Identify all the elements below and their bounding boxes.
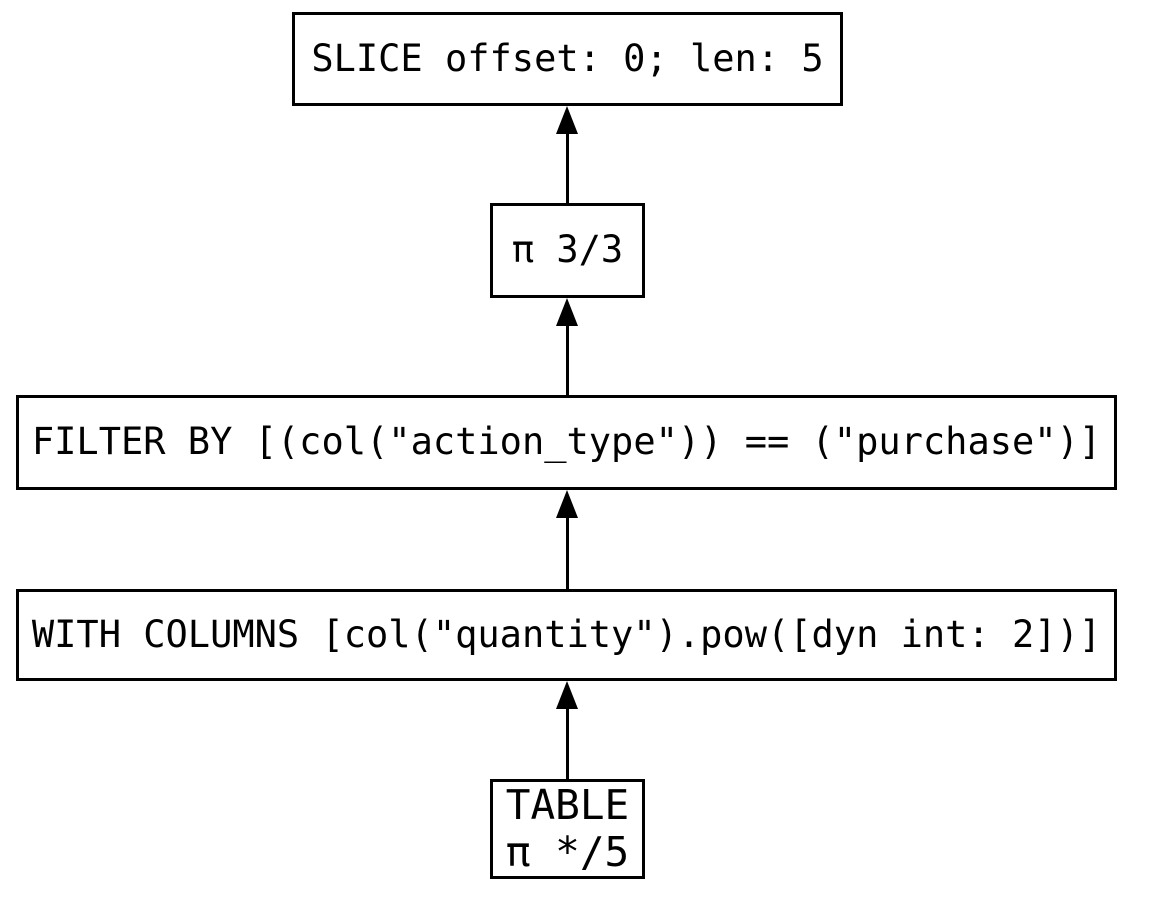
arrowhead-up-icon bbox=[556, 106, 578, 134]
edge-with-columns-to-filter bbox=[566, 514, 569, 589]
arrowhead-up-icon bbox=[556, 298, 578, 326]
node-filter: FILTER BY [(col("action_type")) == ("pur… bbox=[16, 395, 1117, 490]
edge-filter-to-projection bbox=[566, 322, 569, 395]
node-projection: π 3/3 bbox=[490, 203, 645, 298]
node-table-line-2: π */5 bbox=[505, 828, 630, 876]
node-table-line-1: TABLE bbox=[505, 780, 630, 829]
edge-projection-to-slice bbox=[566, 130, 569, 203]
node-table: TABLE π */5 bbox=[490, 779, 645, 879]
edge-table-to-with-columns bbox=[566, 705, 569, 779]
node-slice: SLICE offset: 0; len: 5 bbox=[292, 12, 843, 106]
arrowhead-up-icon bbox=[556, 490, 578, 518]
arrowhead-up-icon bbox=[556, 681, 578, 709]
node-with-columns: WITH COLUMNS [col("quantity").pow([dyn i… bbox=[16, 589, 1117, 681]
